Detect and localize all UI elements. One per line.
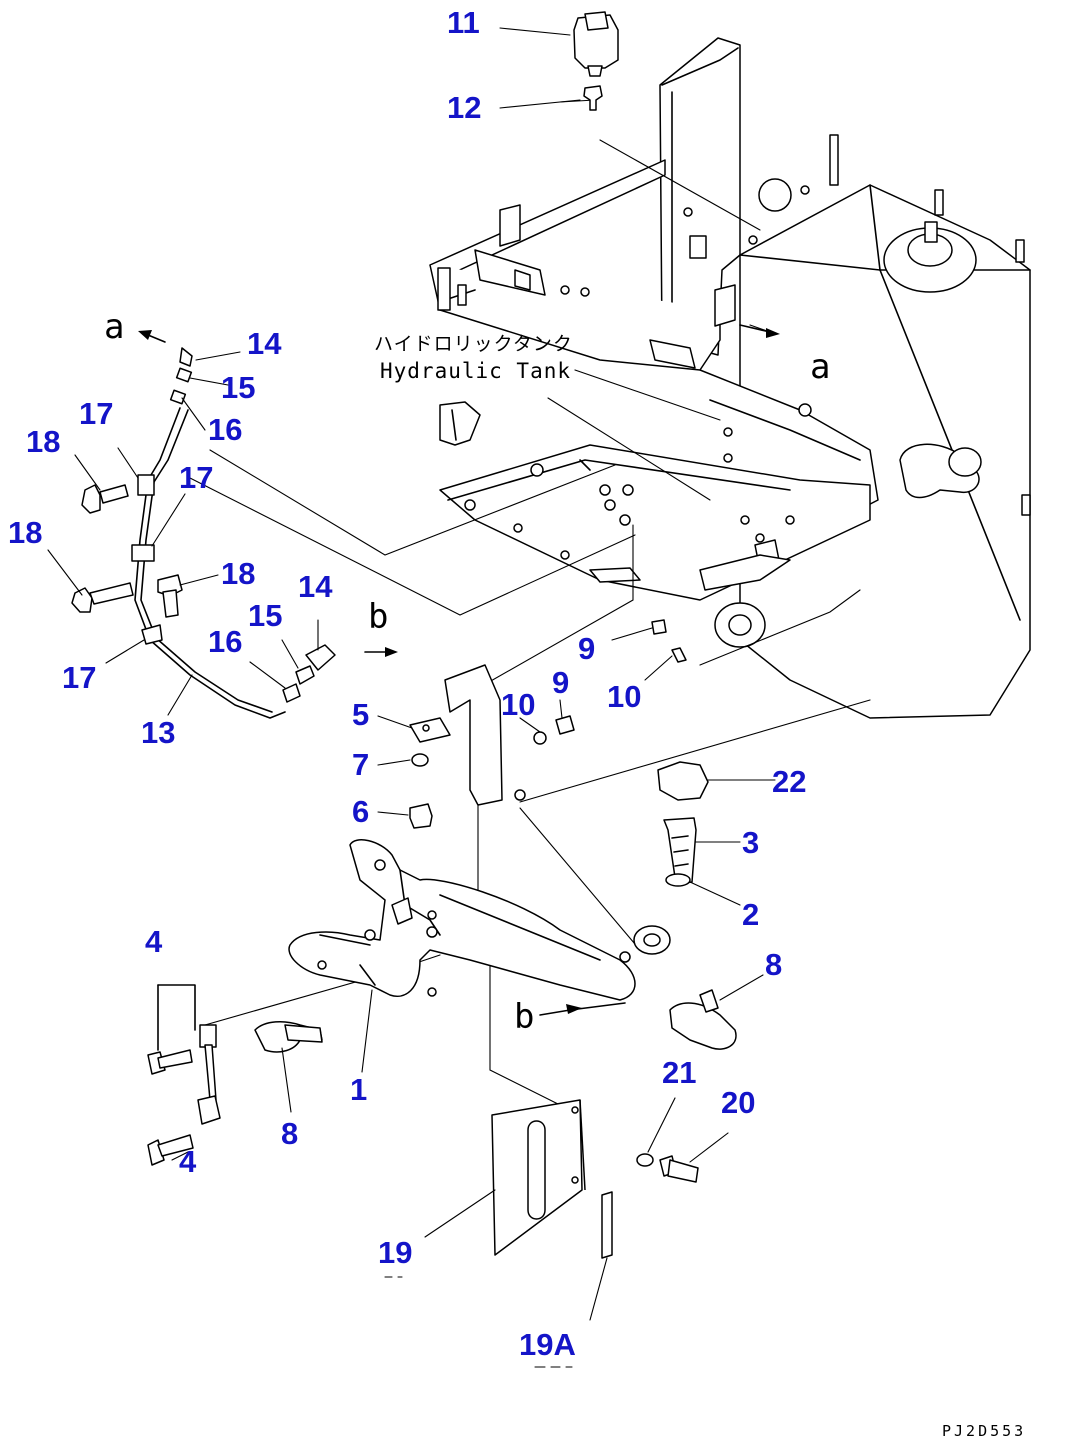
ref-b-bottom: b bbox=[514, 997, 534, 1037]
callout-6: 6 bbox=[352, 794, 369, 829]
callout-15-bottom: 15 bbox=[248, 598, 282, 633]
ref-a-left: a bbox=[104, 307, 124, 347]
callout-22: 22 bbox=[772, 764, 806, 799]
filter-assembly bbox=[147, 11, 737, 1259]
callout-14-bottom: 14 bbox=[298, 569, 333, 604]
callout-15-top: 15 bbox=[221, 370, 255, 405]
callout-8-left: 8 bbox=[281, 1116, 298, 1151]
callout-13: 13 bbox=[141, 715, 175, 750]
callout-10-middle: 10 bbox=[501, 687, 535, 722]
callout-14-top: 14 bbox=[247, 326, 282, 361]
callout-3: 3 bbox=[742, 825, 759, 860]
frame-bracket bbox=[429, 159, 879, 601]
callout-17-middle: 17 bbox=[179, 460, 213, 495]
callout-1: 1 bbox=[350, 1072, 367, 1107]
callout-11: 11 bbox=[447, 5, 480, 40]
callout-7: 7 bbox=[352, 747, 369, 782]
callout-16-top: 16 bbox=[208, 412, 242, 447]
hydraulic-tank bbox=[659, 37, 1031, 719]
pipe-assembly bbox=[71, 324, 780, 1016]
callout-19A: 19A bbox=[519, 1327, 576, 1362]
callout-18-left: 18 bbox=[8, 515, 42, 550]
callout-9-middle: 9 bbox=[552, 665, 569, 700]
callout-10-right: 10 bbox=[607, 679, 641, 714]
callout-4-top: 4 bbox=[145, 924, 163, 959]
callout-20: 20 bbox=[721, 1085, 755, 1120]
callout-17-bottom: 17 bbox=[62, 660, 96, 695]
ref-b-top: b bbox=[368, 597, 388, 637]
ref-a-right: a bbox=[810, 347, 830, 387]
callout-21: 21 bbox=[662, 1055, 696, 1090]
callout-12: 12 bbox=[447, 90, 481, 125]
callout-18-top: 18 bbox=[26, 424, 60, 459]
callout-19: 19 bbox=[378, 1235, 412, 1270]
drawing-code: PJ2D553 bbox=[942, 1422, 1026, 1440]
callout-8-right: 8 bbox=[765, 947, 782, 982]
callout-2: 2 bbox=[742, 897, 759, 932]
callout-5: 5 bbox=[352, 697, 369, 732]
tank-label-english: Hydraulic Tank bbox=[380, 359, 571, 383]
tank-label-japanese: ハイドロリックタンク bbox=[374, 333, 573, 355]
callout-17-top: 17 bbox=[79, 396, 113, 431]
callout-18-middle: 18 bbox=[221, 556, 255, 591]
leader-lines bbox=[47, 27, 776, 1321]
callout-4-bottom: 4 bbox=[179, 1144, 197, 1179]
callout-16-bottom: 16 bbox=[208, 624, 242, 659]
callout-9-right: 9 bbox=[578, 631, 595, 666]
